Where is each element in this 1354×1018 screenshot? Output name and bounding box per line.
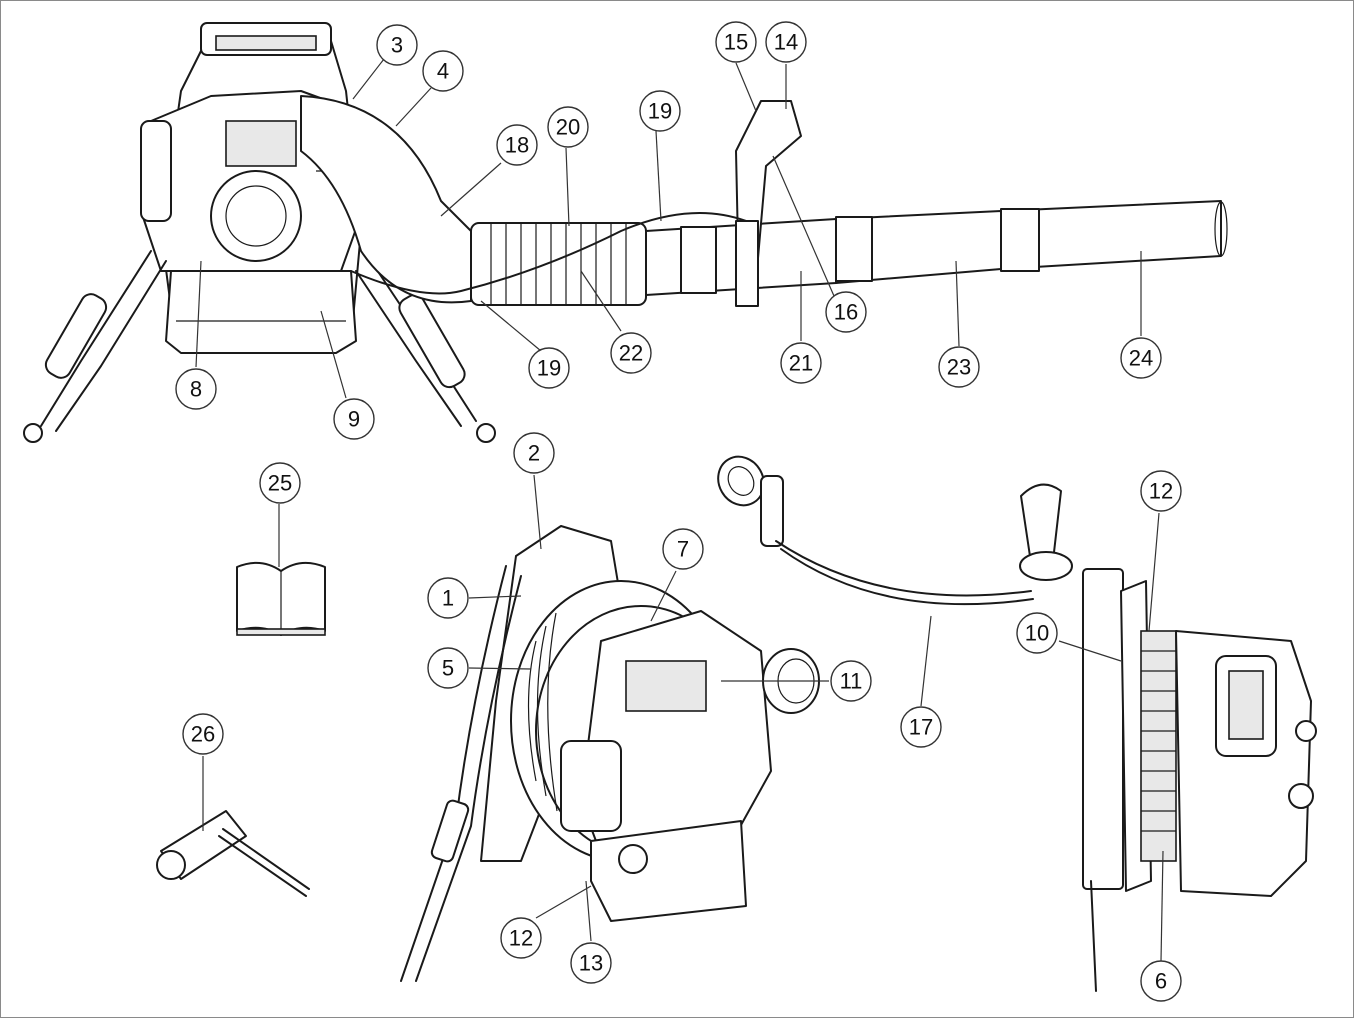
callout-label: 13 bbox=[579, 951, 603, 976]
callout-label: 26 bbox=[191, 722, 215, 747]
callout-label: 1 bbox=[442, 586, 454, 611]
callout: 11 bbox=[830, 660, 872, 702]
callout: 18 bbox=[496, 124, 538, 166]
callout-label: 3 bbox=[391, 33, 403, 58]
callout: 13 bbox=[570, 942, 612, 984]
callout: 8 bbox=[175, 368, 217, 410]
callout-label: 15 bbox=[724, 30, 748, 55]
callout: 7 bbox=[662, 528, 704, 570]
callout: 15 bbox=[715, 21, 757, 63]
leader-lines bbox=[195, 58, 1164, 962]
callout-label: 25 bbox=[268, 471, 292, 496]
callout-label: 19 bbox=[537, 356, 561, 381]
callout-label: 7 bbox=[677, 537, 689, 562]
callout: 22 bbox=[610, 332, 652, 374]
callout: 1 bbox=[427, 577, 469, 619]
callout: 16 bbox=[825, 291, 867, 333]
callout: 21 bbox=[780, 342, 822, 384]
callout-label: 18 bbox=[505, 133, 529, 158]
callout-label: 2 bbox=[528, 441, 540, 466]
callout: 9 bbox=[333, 398, 375, 440]
callout-label: 11 bbox=[840, 669, 863, 694]
engine-side-view bbox=[1082, 568, 1317, 992]
blower-engine-unit bbox=[400, 525, 820, 982]
backpack-blower-assembled bbox=[23, 22, 1228, 443]
callout: 25 bbox=[259, 462, 301, 504]
callout: 23 bbox=[938, 346, 980, 388]
callout-label: 24 bbox=[1129, 346, 1153, 371]
callout-label: 22 bbox=[619, 341, 643, 366]
callout-label: 17 bbox=[909, 715, 933, 740]
callout: 6 bbox=[1140, 960, 1182, 1002]
callout: 10 bbox=[1016, 612, 1058, 654]
callout-label: 21 bbox=[789, 351, 813, 376]
callout: 12 bbox=[500, 917, 542, 959]
spark-plug-wrench-icon bbox=[156, 810, 310, 897]
callout: 19 bbox=[528, 347, 570, 389]
callout-label: 9 bbox=[348, 407, 360, 432]
callout: 12 bbox=[1140, 470, 1182, 512]
callout: 26 bbox=[182, 713, 224, 755]
callout-label: 19 bbox=[648, 99, 672, 124]
callout-label: 12 bbox=[1149, 479, 1173, 504]
callout: 5 bbox=[427, 647, 469, 689]
callout-label: 20 bbox=[556, 115, 580, 140]
callout: 14 bbox=[765, 21, 807, 63]
callout-label: 23 bbox=[947, 355, 971, 380]
callout: 17 bbox=[900, 706, 942, 748]
callout: 19 bbox=[639, 90, 681, 132]
handle-bracket-part bbox=[717, 455, 1073, 606]
callout: 4 bbox=[422, 50, 464, 92]
callout-label: 4 bbox=[437, 59, 449, 84]
callout: 3 bbox=[376, 24, 418, 66]
callout-label: 6 bbox=[1155, 969, 1167, 994]
callout-label: 5 bbox=[442, 656, 454, 681]
manual-book-icon bbox=[236, 561, 326, 636]
callout-label: 8 bbox=[190, 377, 202, 402]
callout-label: 12 bbox=[509, 926, 533, 951]
callout-label: 14 bbox=[774, 30, 798, 55]
callout-label: 16 bbox=[834, 300, 858, 325]
callout: 20 bbox=[547, 106, 589, 148]
callout: 24 bbox=[1120, 337, 1162, 379]
callout: 2 bbox=[513, 432, 555, 474]
callout-label: 10 bbox=[1025, 621, 1049, 646]
